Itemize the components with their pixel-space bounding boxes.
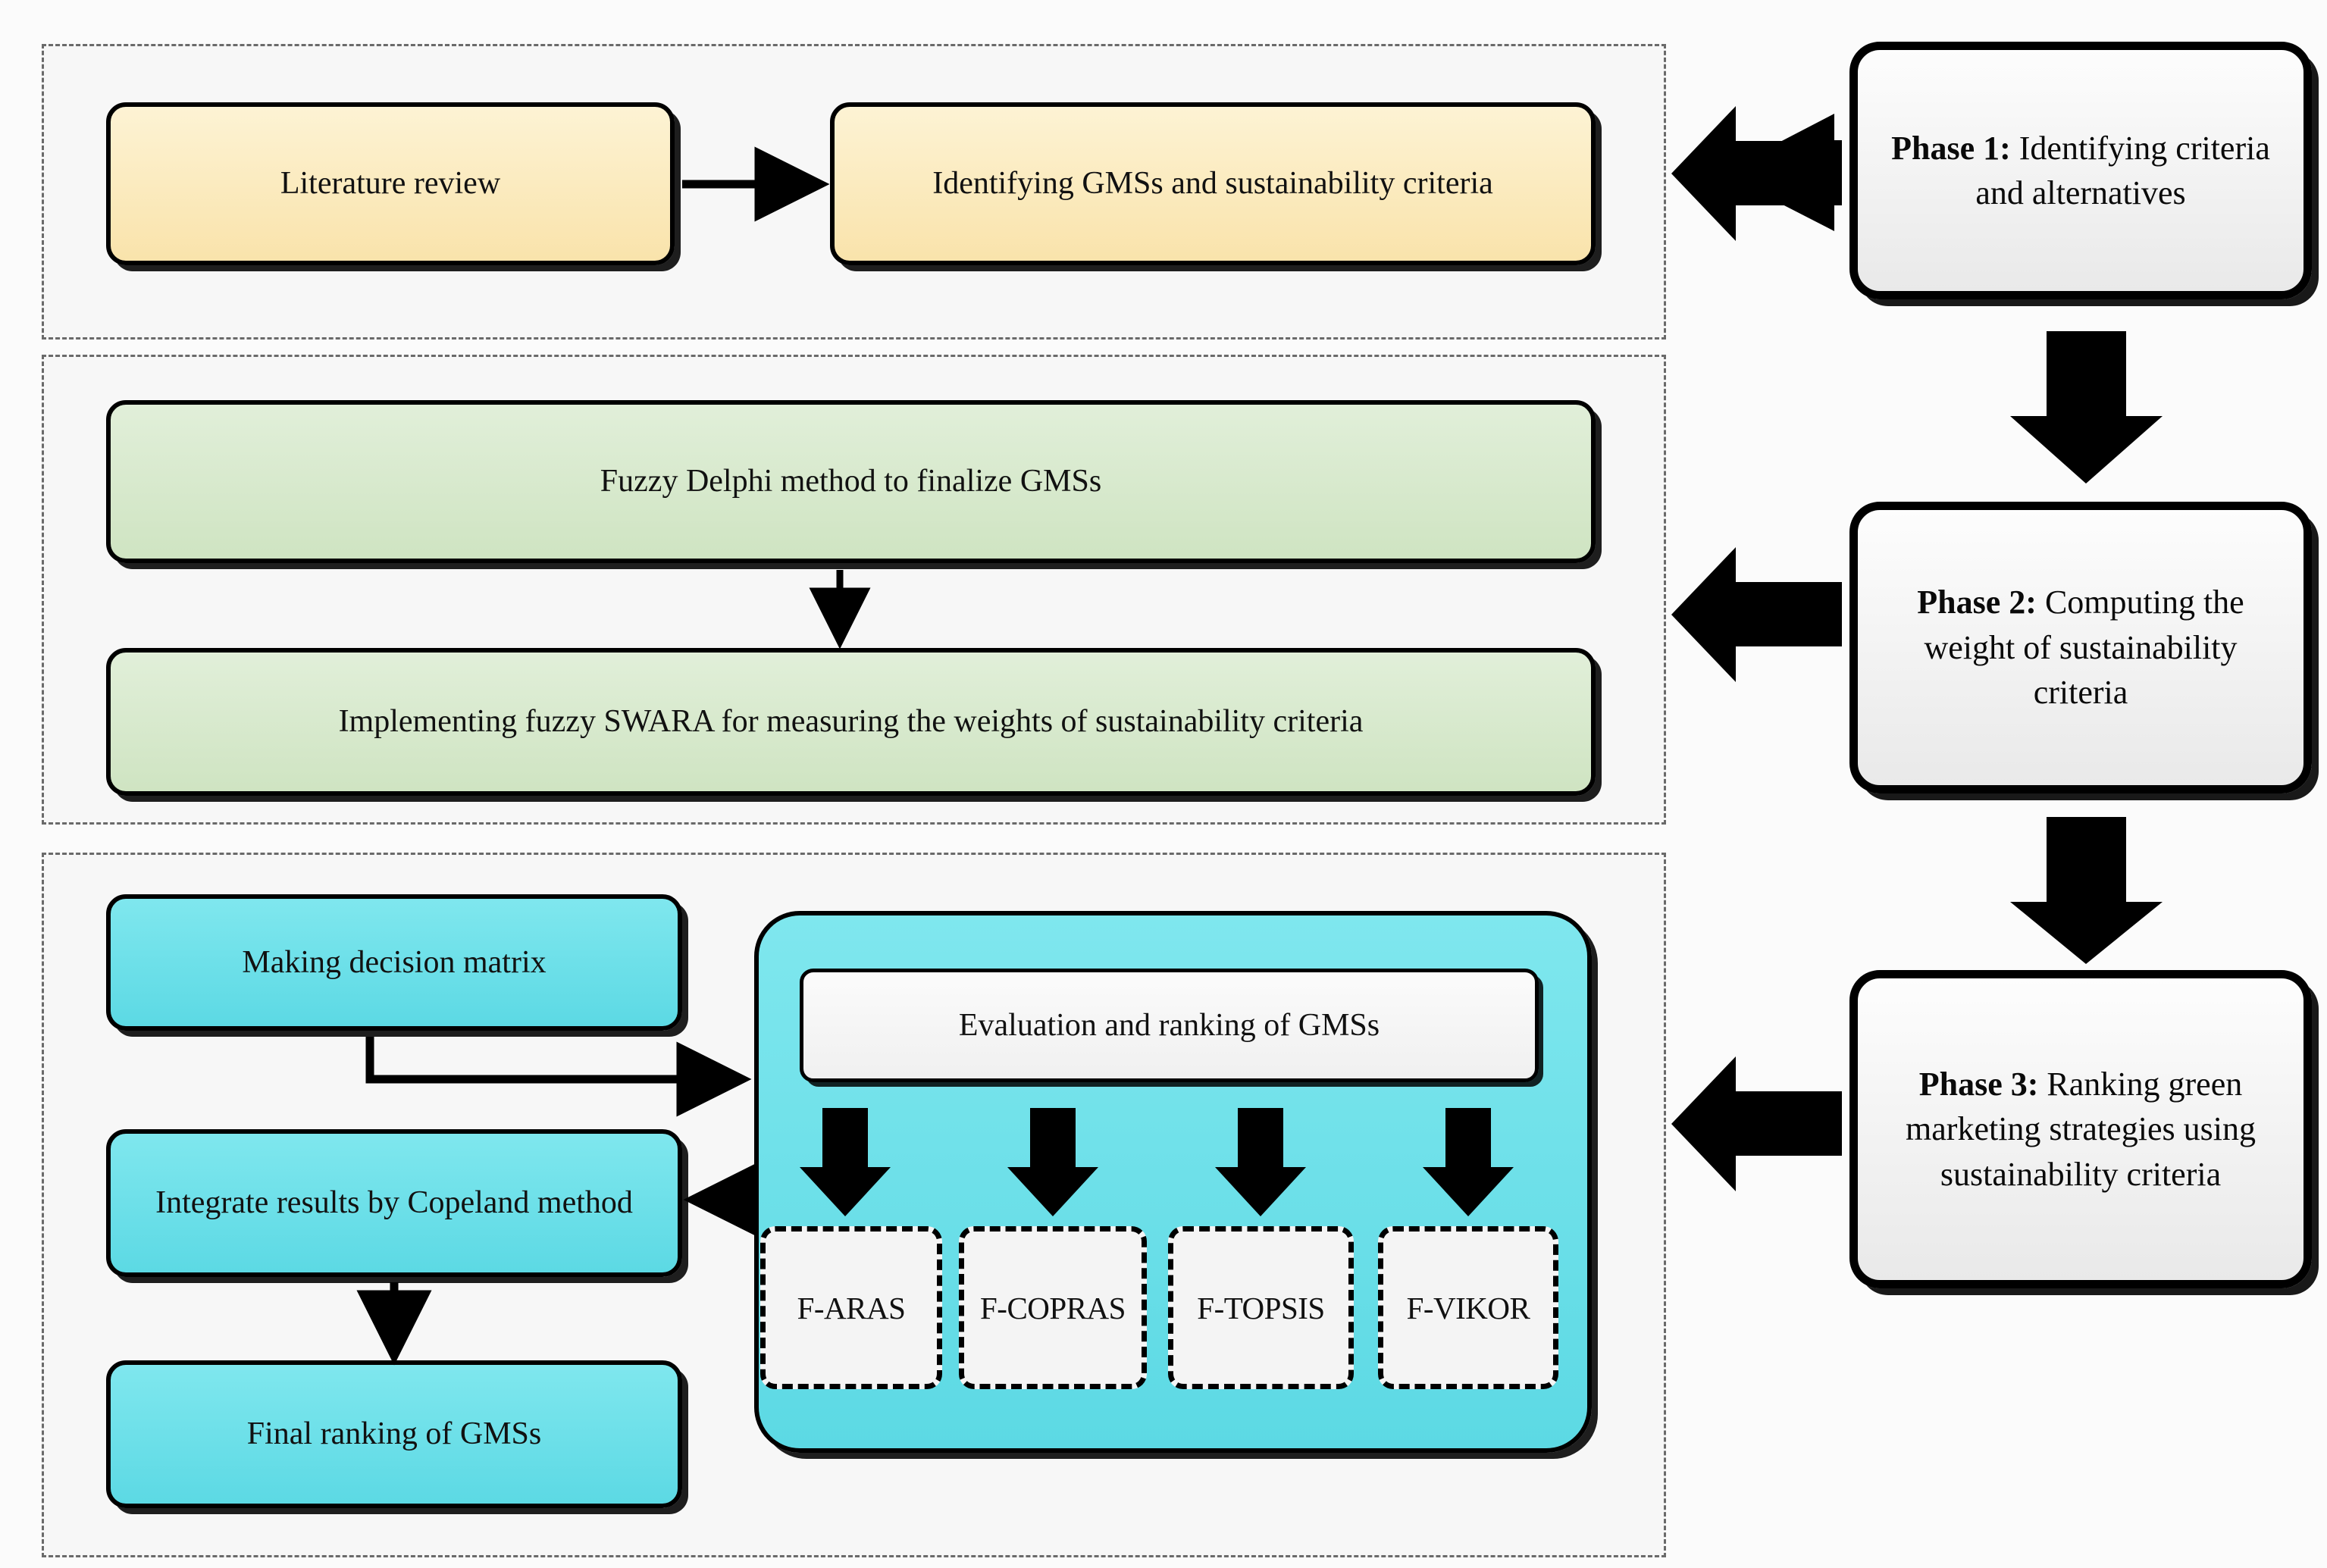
big-arrow-phase-2-left <box>1671 547 1842 682</box>
node-label: Fuzzy Delphi method to finalize GMSs <box>600 464 1102 499</box>
node-literature-review[interactable]: Literature review <box>106 102 675 265</box>
evaluation-panel-header-label: Evaluation and ranking of GMSs <box>958 1007 1380 1043</box>
big-arrow-phase1-to-phase2-down <box>2010 331 2163 484</box>
node-label: Implementing fuzzy SWARA for measuring t… <box>338 704 1364 740</box>
phase-3-callout-text: Ranking green marketing strategies using… <box>1906 1065 2256 1193</box>
chip-label: F-VIKOR <box>1406 1290 1530 1325</box>
phase-2-callout[interactable]: Phase 2: Computing the weight of sustain… <box>1849 502 2312 793</box>
node-label: Making decision matrix <box>242 944 547 980</box>
chip-label: F-ARAS <box>797 1290 906 1325</box>
node-fuzzy-delphi[interactable]: Fuzzy Delphi method to finalize GMSs <box>106 400 1596 563</box>
node-identifying-gmss[interactable]: Identifying GMSs and sustainability crit… <box>830 102 1596 265</box>
chip-label: F-COPRAS <box>980 1290 1126 1325</box>
node-making-decision-matrix[interactable]: Making decision matrix <box>106 894 682 1031</box>
phase-3-callout-prefix: Phase 3: <box>1918 1065 2039 1103</box>
node-final-ranking[interactable]: Final ranking of GMSs <box>106 1360 682 1508</box>
big-arrow-phase-3-left <box>1671 1056 1842 1191</box>
node-label: Literature review <box>280 166 501 202</box>
chip-f-topsis[interactable]: F-TOPSIS <box>1168 1226 1354 1389</box>
chip-label: F-TOPSIS <box>1197 1290 1325 1325</box>
phase-1-callout-prefix: Phase 1: <box>1891 129 2011 167</box>
phase-1-callout[interactable]: Phase 1: Identifying criteria and altern… <box>1849 42 2312 299</box>
phase-2-callout-text: Computing the weight of sustainability c… <box>1924 584 2244 712</box>
node-integrate-copeland[interactable]: Integrate results by Copeland method <box>106 1129 682 1277</box>
node-label: Final ranking of GMSs <box>246 1416 542 1452</box>
chip-f-copras[interactable]: F-COPRAS <box>959 1226 1147 1389</box>
chip-f-aras[interactable]: F-ARAS <box>760 1226 942 1389</box>
phase-1-callout-text: Identifying criteria and alternatives <box>1975 129 2270 211</box>
node-label: Integrate results by Copeland method <box>155 1185 633 1221</box>
chip-f-vikor[interactable]: F-VIKOR <box>1378 1226 1558 1389</box>
phase-2-callout-prefix: Phase 2: <box>1917 584 2037 621</box>
evaluation-panel-header[interactable]: Evaluation and ranking of GMSs <box>800 969 1539 1082</box>
node-label: Identifying GMSs and sustainability crit… <box>932 166 1493 202</box>
phase-3-callout[interactable]: Phase 3: Ranking green marketing strateg… <box>1849 970 2312 1288</box>
node-fuzzy-swara[interactable]: Implementing fuzzy SWARA for measuring t… <box>106 648 1596 796</box>
big-arrow-phase-1-left <box>1671 106 1842 241</box>
big-arrow-phase2-to-phase3-down <box>2010 817 2163 964</box>
